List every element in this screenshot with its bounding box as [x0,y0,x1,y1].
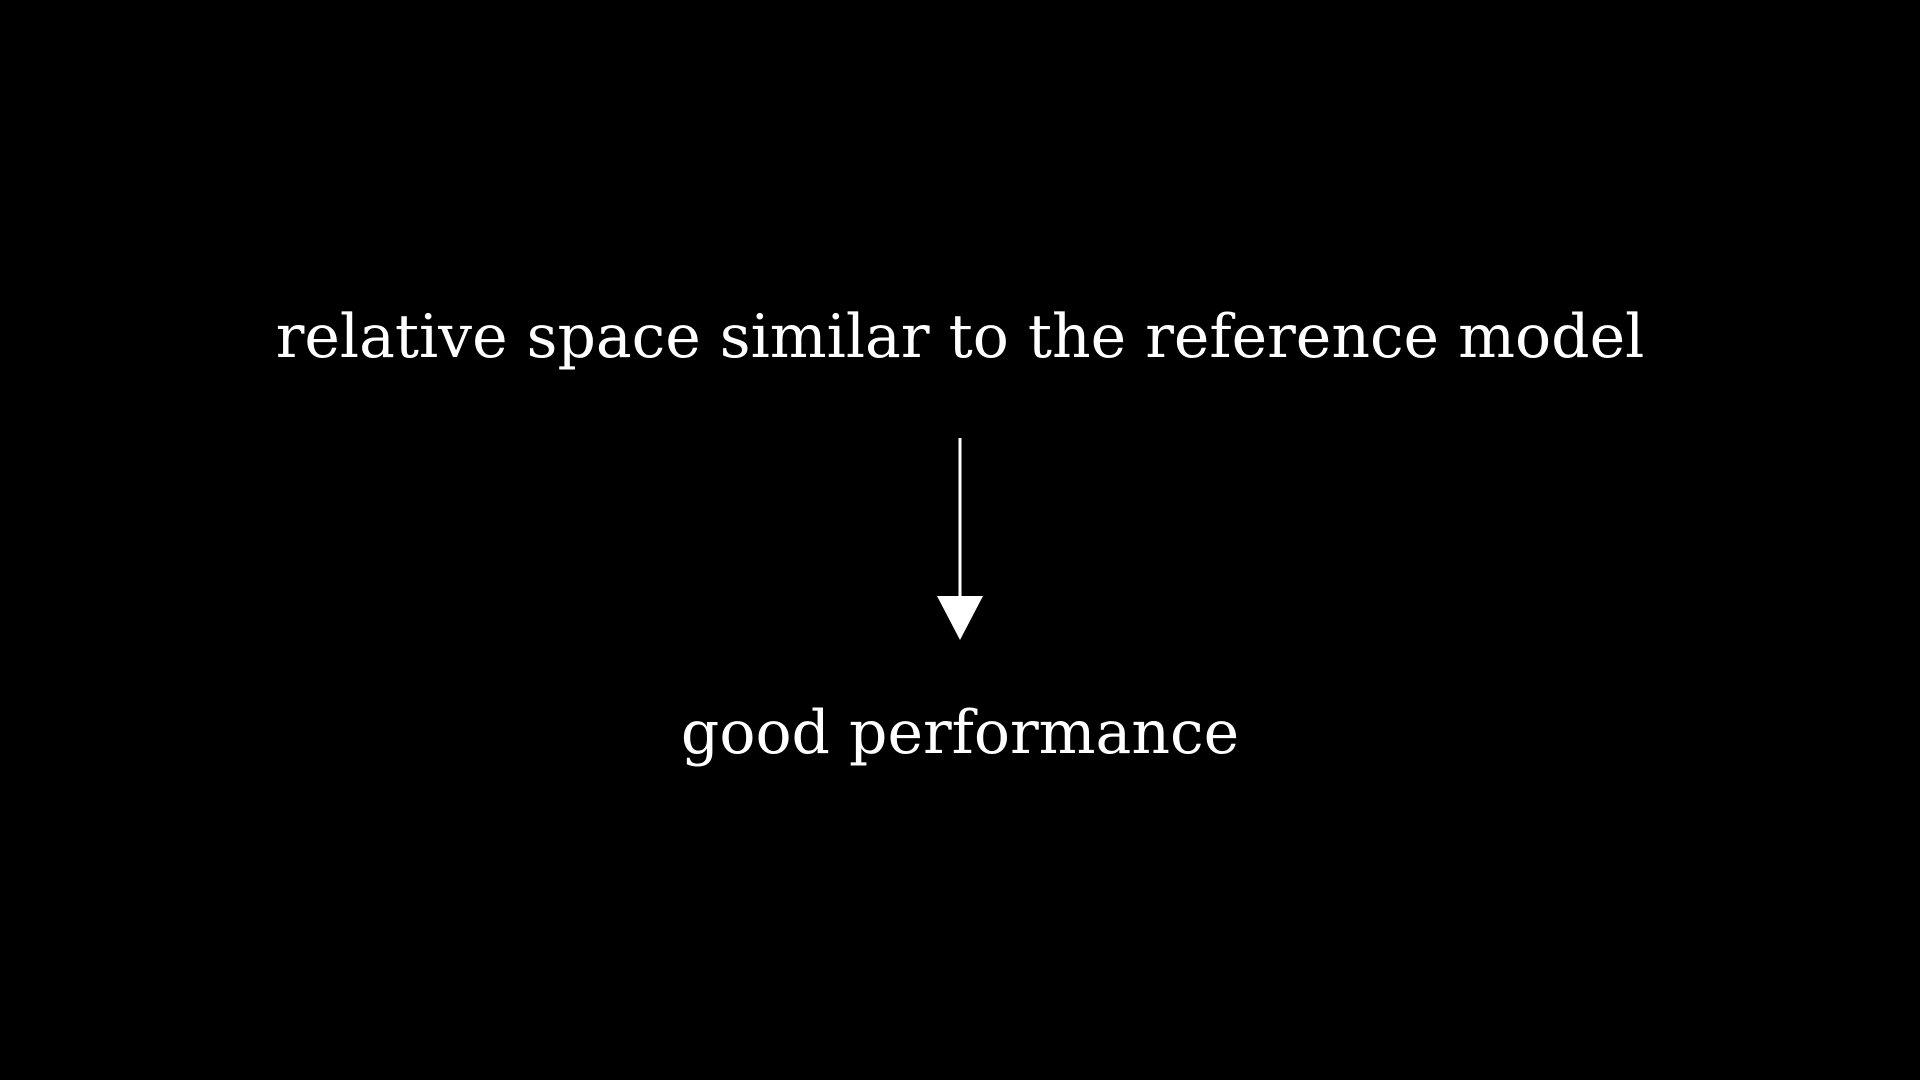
bottom-label: good performance [680,698,1240,768]
arrow-head [937,596,983,640]
top-label: relative space similar to the reference … [275,302,1645,372]
